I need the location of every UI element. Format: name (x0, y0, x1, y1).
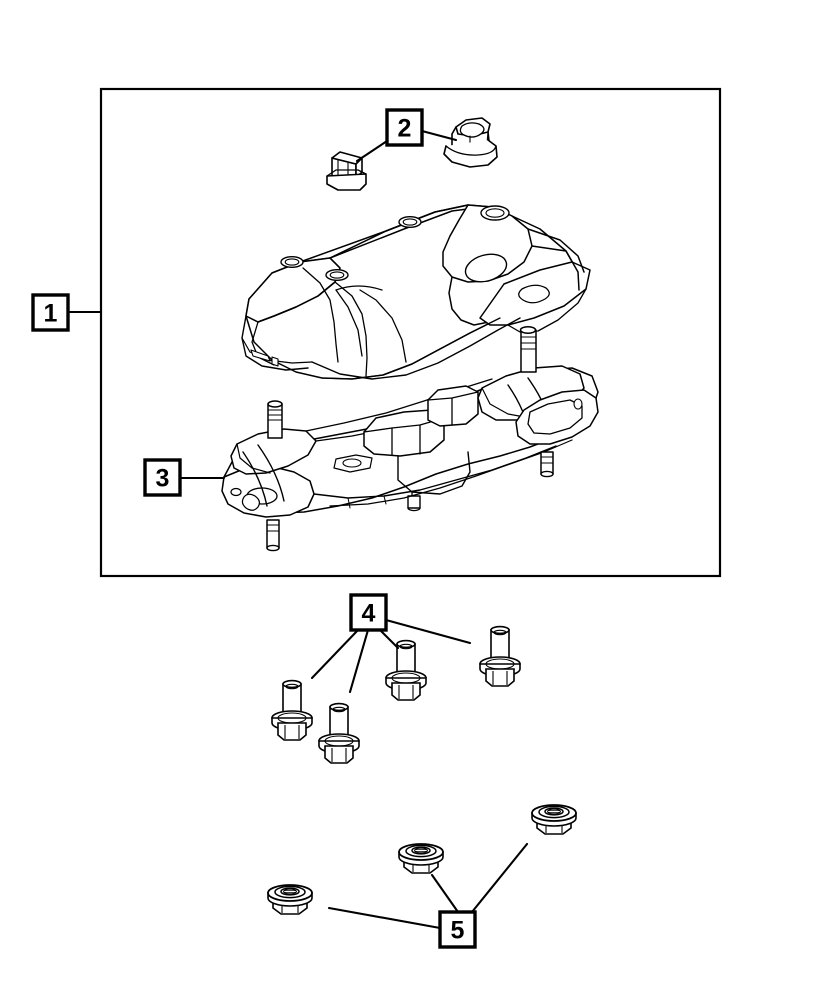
hex-flange-nut-1 (267, 884, 313, 915)
flange-bolt-2 (318, 702, 360, 764)
upper-crossmember-bracket (241, 204, 591, 380)
callout-1[interactable]: 1 (31, 293, 70, 332)
leader-2-b (420, 129, 458, 142)
callout-4[interactable]: 4 (349, 593, 388, 632)
leader-4-d (384, 618, 472, 645)
leader-4-b (348, 628, 370, 694)
callout-5[interactable]: 5 (438, 910, 477, 949)
callout-1-box[interactable] (31, 293, 70, 332)
callout-5-label: 5 (451, 917, 465, 945)
callout-3-label: 3 (156, 465, 170, 493)
callout-4-box[interactable] (349, 593, 388, 632)
callout-3-box[interactable] (143, 458, 182, 497)
leader-5-a (327, 906, 442, 930)
leader-5-b (430, 873, 460, 914)
leader-2-a (355, 139, 389, 163)
callout-leader-lines (66, 129, 529, 930)
assembly-group-panel (99, 87, 722, 578)
callout-2-label: 2 (398, 115, 412, 143)
leader-4-a (310, 628, 360, 680)
transmission-mount-isolator (221, 326, 599, 552)
callout-5-box[interactable] (438, 910, 477, 949)
callout-4-label: 4 (362, 600, 376, 628)
flange-bolt-4 (479, 625, 521, 687)
callout-1-label: 1 (44, 300, 58, 328)
isolator-hex-flange-nut (443, 117, 498, 168)
flange-bolt-1 (271, 679, 313, 741)
callout-2[interactable]: 2 (385, 108, 424, 147)
hex-flange-nut-3 (531, 804, 577, 835)
callout-3[interactable]: 3 (143, 458, 182, 497)
hex-flange-nut-2 (398, 843, 444, 874)
leader-4-c (378, 628, 400, 650)
flange-bolt-3 (385, 639, 427, 701)
leader-5-c (470, 842, 529, 914)
callout-2-box[interactable] (385, 108, 424, 147)
